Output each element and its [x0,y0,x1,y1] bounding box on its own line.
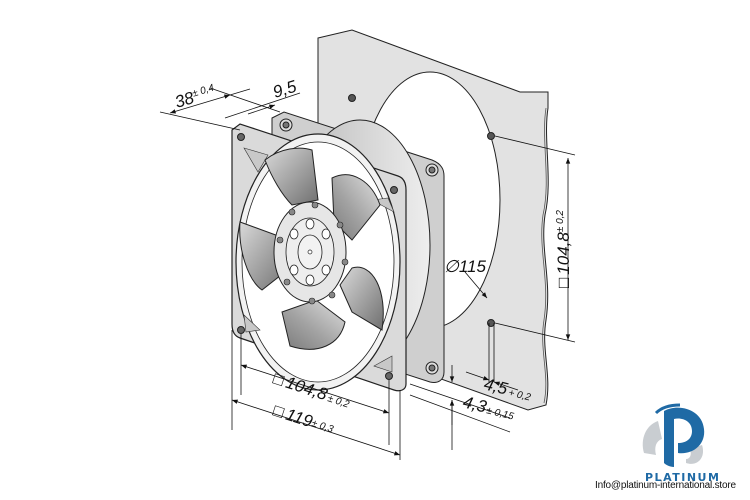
fan-hole [237,133,245,141]
cutout-diameter-label: ∅115 [444,257,486,276]
frame-size-label: □119± 0,3 [271,401,337,439]
depth-label: 38± 0,4 [173,82,218,112]
fan-hub [273,201,349,305]
fan-hole [237,326,245,334]
fan-hole [390,186,398,194]
panel-hole [487,132,495,140]
logo-swoosh-grey [642,421,662,455]
contact-email[interactable]: Info@platinum-international.store [595,480,736,491]
platinum-logo: PLATINUM [642,403,720,484]
logo-p-mark [664,407,705,467]
vertical-pitch-label: □104,8± 0,2 [554,210,573,288]
logo-wordmark: PLATINUM [645,471,720,484]
flange-label: 9,5 [271,77,300,102]
fan-hole [385,372,393,380]
dimension-lines [159,87,576,460]
panel-hole [487,319,495,327]
panel-hole [348,94,356,102]
